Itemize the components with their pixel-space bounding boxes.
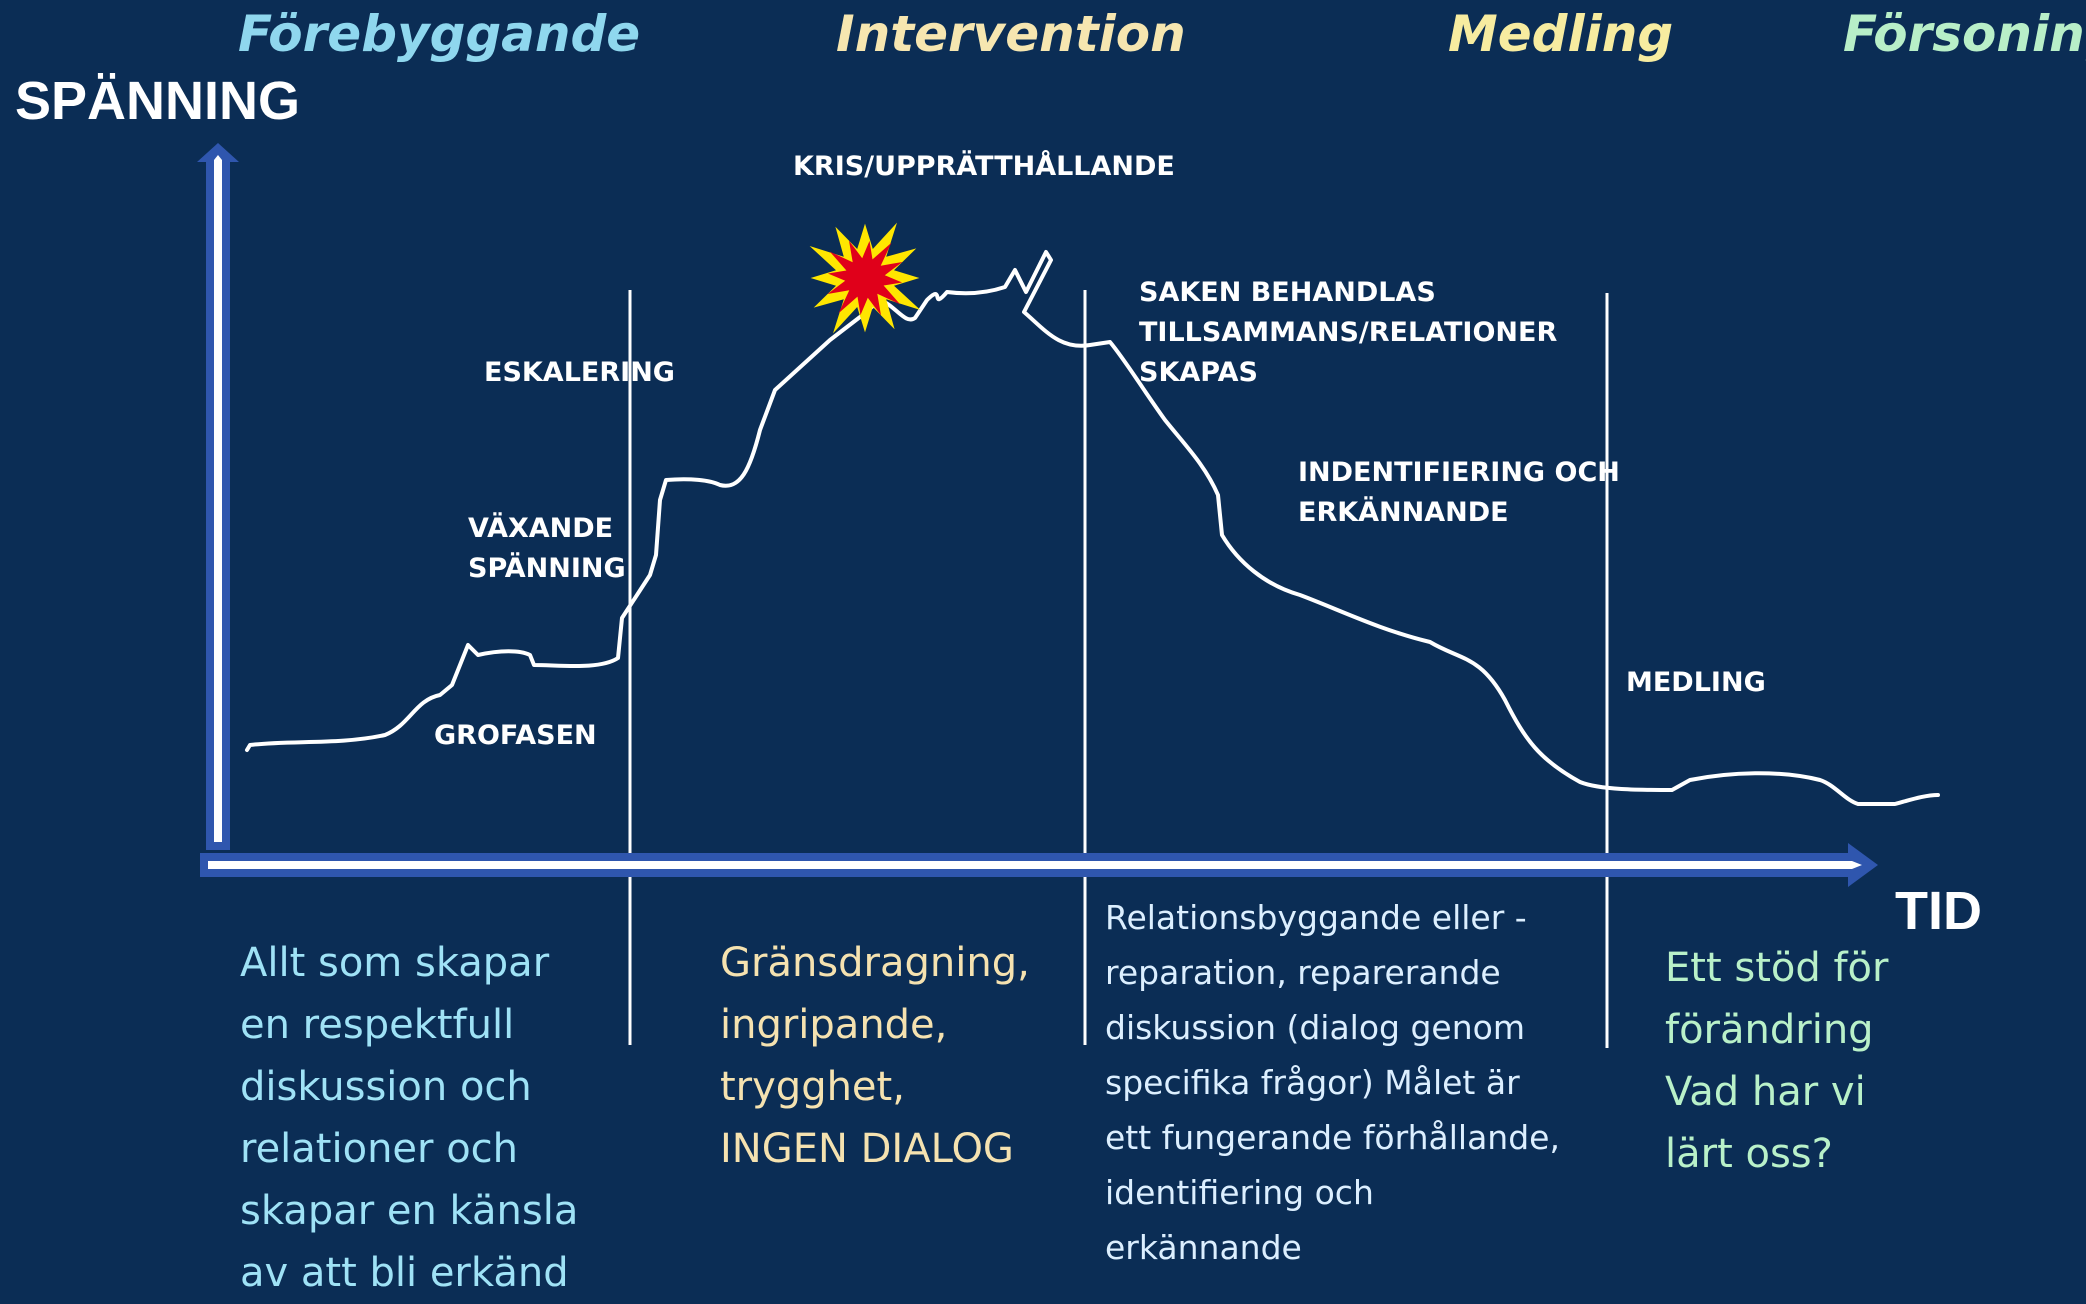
description-forebyggande: Allt som skapar en respektfull diskussio…	[240, 940, 579, 1296]
y-axis-title: SPÄNNING	[15, 71, 301, 131]
x-axis-arrow	[200, 843, 1878, 887]
phase-title-medling: Medling	[1448, 5, 1674, 63]
stage-label-grofasen: GROFASEN	[434, 720, 597, 751]
phase-title-intervention: Intervention	[836, 5, 1186, 63]
stage-label-medling: MEDLING	[1626, 667, 1766, 698]
description-forsoning: Ett stöd för förändring Vad har vi lärt …	[1665, 945, 1889, 1177]
stage-label-eskalering: ESKALERING	[484, 357, 675, 388]
x-axis-title: TID	[1895, 881, 1982, 941]
stage-label-identifiering: INDENTIFIERING OCH ERKÄNNANDE	[1298, 457, 1620, 528]
stage-label-saken-behandlas: SAKEN BEHANDLAS TILLSAMMANS/RELATIONER S…	[1139, 277, 1558, 388]
stage-label-kris: KRIS/UPPRÄTTHÅLLANDE	[793, 151, 1175, 182]
description-intervention: Gränsdragning, ingripande, trygghet, ING…	[720, 940, 1030, 1172]
stage-label-vaxande-spanning: VÄXANDE SPÄNNING	[468, 513, 626, 584]
description-medling: Relationsbyggande eller - reparation, re…	[1105, 898, 1560, 1267]
phase-title-forsoning: Försoning	[1843, 5, 2086, 63]
phase-title-forebyggande: Förebyggande	[238, 5, 641, 63]
y-axis-arrow	[197, 143, 239, 850]
explosion-icon	[809, 222, 921, 334]
tension-curve	[245, 250, 1940, 806]
